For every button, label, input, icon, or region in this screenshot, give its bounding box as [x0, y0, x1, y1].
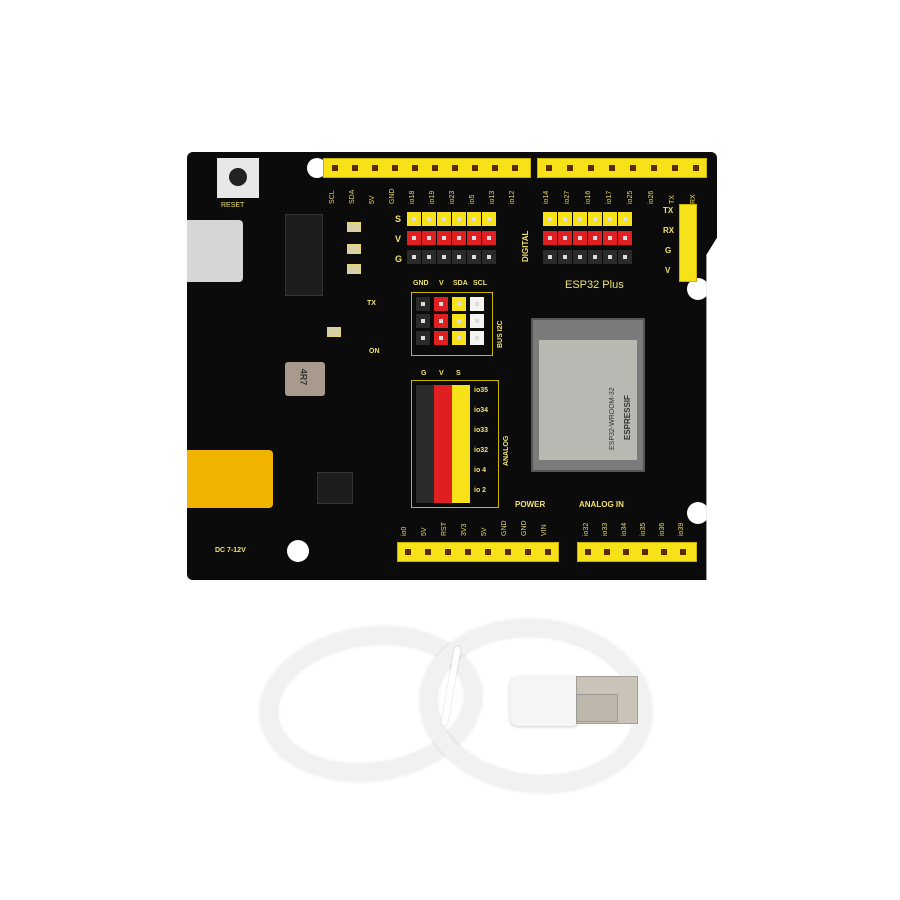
- i2c-col-gnd: GND: [413, 280, 429, 287]
- power-label: POWER: [515, 500, 546, 509]
- pin-label: 5V: [421, 527, 428, 536]
- pin-label: io35: [640, 522, 647, 536]
- pin-label: 5V: [369, 195, 376, 204]
- top-header-left: [323, 158, 531, 178]
- mounting-hole: [287, 540, 309, 562]
- i2c-col-v: V: [439, 280, 444, 287]
- bus-i2c-label: BUS I2C: [497, 320, 504, 348]
- inductor-4r7: 4R7: [285, 362, 325, 396]
- mounting-hole: [687, 278, 709, 300]
- smd-component: [347, 244, 361, 254]
- mounting-hole: [307, 158, 327, 178]
- analog-label: ANALOG: [503, 435, 510, 466]
- usb-c-plug: [576, 694, 618, 722]
- pin-label: io34: [621, 522, 628, 536]
- on-led-label: ON: [369, 348, 380, 355]
- digital-signal-row-right: [543, 212, 633, 226]
- analog-in-header: [577, 542, 697, 562]
- pin-label: io23: [449, 190, 456, 204]
- smd-component: [347, 264, 361, 274]
- usb-c-port: [187, 220, 243, 282]
- pin-label: io13: [489, 190, 496, 204]
- board-name-label: ESP32 Plus: [565, 279, 624, 291]
- pin-label: io17: [606, 190, 613, 204]
- voltage-regulator: [317, 472, 353, 504]
- row-label-v: V: [395, 234, 402, 244]
- pin-label: io14: [543, 190, 550, 204]
- reset-label: RESET: [221, 202, 245, 209]
- mounting-hole: [687, 502, 709, 524]
- pin-label: RST: [441, 522, 448, 536]
- uart-header: [679, 204, 697, 282]
- usb-connector-housing: [510, 676, 580, 726]
- analog-row-label: io35: [474, 387, 489, 394]
- analog-row-label: io32: [474, 447, 489, 454]
- power-header: [397, 542, 559, 562]
- pin-label: io25: [627, 190, 634, 204]
- pin-label: TX: [669, 195, 676, 204]
- reset-button-cap: [229, 168, 247, 186]
- pin-label: 3V3: [461, 523, 468, 536]
- analog-col-g: G: [421, 370, 427, 377]
- digital-label: DIGITAL: [521, 230, 530, 262]
- pin-label: io33: [602, 522, 609, 536]
- pin-label: SCL: [329, 190, 336, 204]
- uart-label-rx: RX: [663, 226, 675, 235]
- dc-voltage-label: DC 7-12V: [215, 547, 246, 554]
- pin-label: GND: [521, 520, 528, 536]
- pin-label: io19: [429, 190, 436, 204]
- reset-button[interactable]: [217, 158, 259, 198]
- analog-col-v: V: [439, 370, 444, 377]
- smd-component: [347, 222, 361, 232]
- pin-label: io0: [401, 526, 408, 536]
- esp32-plus-board: RESET SCL SDA 5V GND io18 io19 io23 io5 …: [187, 152, 717, 580]
- esp32-wroom-module: ESPRESSIF ESP32-WROOM-32: [531, 318, 645, 472]
- i2c-col-sda: SDA: [453, 280, 468, 287]
- module-brand: ESPRESSIF: [623, 395, 632, 440]
- analog-row-label: io 2: [474, 487, 487, 494]
- row-label-s: S: [395, 214, 402, 224]
- inductor-marking: 4R7: [298, 368, 309, 386]
- pin-label: 5V: [481, 527, 488, 536]
- smd-component: [327, 327, 341, 337]
- row-label-g: G: [395, 254, 403, 264]
- analog-row-label: io 4: [474, 467, 487, 474]
- module-model: ESP32-WROOM-32: [609, 387, 616, 450]
- digital-signal-row-left: [407, 212, 497, 226]
- pin-label: io36: [659, 522, 666, 536]
- pin-label: GND: [389, 188, 396, 204]
- pin-label: SDA: [349, 189, 356, 204]
- analog-pin-block: io35 io34 io33 io32 io 4 io 2: [411, 380, 499, 508]
- usb-serial-chip: [285, 214, 323, 296]
- pin-label: RX: [690, 194, 697, 204]
- analog-in-label: ANALOG IN: [579, 500, 624, 509]
- digital-gnd-row-left: [407, 250, 497, 264]
- pin-label: io27: [564, 190, 571, 204]
- top-header-right: [537, 158, 707, 178]
- pin-label: GND: [501, 520, 508, 536]
- pin-label: io39: [678, 522, 685, 536]
- pin-label: VIN: [541, 524, 548, 536]
- pin-label: io5: [469, 194, 476, 204]
- pin-label: io12: [509, 190, 516, 204]
- pin-label: io16: [585, 190, 592, 204]
- uart-label-tx: TX: [663, 206, 674, 215]
- digital-vcc-row-left: [407, 231, 497, 245]
- analog-col-s: S: [456, 370, 461, 377]
- module-shield: ESPRESSIF ESP32-WROOM-32: [539, 340, 637, 460]
- uart-label-g: G: [665, 246, 672, 255]
- pin-label: io18: [409, 190, 416, 204]
- usb-c-cable: [250, 608, 661, 804]
- pin-label: io32: [583, 522, 590, 536]
- uart-label-v: V: [665, 266, 671, 275]
- i2c-pin-block: [411, 292, 493, 356]
- digital-vcc-row-right: [543, 231, 633, 245]
- analog-row-label: io34: [474, 407, 489, 414]
- i2c-col-scl: SCL: [473, 280, 487, 287]
- dc-power-jack: [187, 450, 273, 508]
- pin-label: io26: [648, 190, 655, 204]
- analog-row-label: io33: [474, 427, 489, 434]
- tx-led-label: TX: [367, 300, 376, 307]
- digital-gnd-row-right: [543, 250, 633, 264]
